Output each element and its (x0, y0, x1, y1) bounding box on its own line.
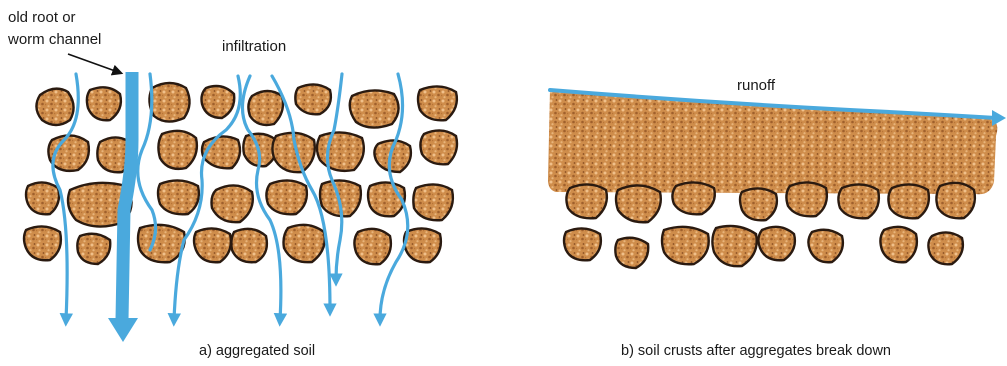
soil-aggregate (138, 225, 185, 262)
soil-aggregate (266, 180, 306, 214)
soil-aggregate (87, 87, 121, 120)
root-channel-annotation-line2: worm channel (7, 31, 101, 48)
soil-aggregate (350, 90, 399, 127)
soil-aggregate (158, 180, 199, 214)
soil-aggregate (77, 234, 110, 264)
soil-aggregate (615, 238, 648, 268)
soil-aggregate (317, 132, 364, 170)
soil-aggregate (149, 83, 189, 122)
flow-path (138, 74, 156, 250)
panel-soil-crust: runoff b) soil crusts after aggre (548, 77, 1006, 359)
soil-aggregate (566, 184, 606, 218)
soil-aggregate (888, 184, 928, 218)
soil-aggregate (295, 84, 331, 114)
runoff-label: runoff (737, 77, 776, 94)
soil-aggregate (672, 182, 714, 214)
soil-aggregate (616, 185, 661, 222)
soil-aggregate (758, 227, 794, 260)
main-channel-arrowhead (108, 318, 138, 342)
root-channel-annotation: old root or worm channel (7, 9, 101, 48)
soil-aggregate (413, 184, 453, 220)
soil-aggregate (202, 86, 235, 118)
caption-soil-crust: b) soil crusts after aggregates break do… (621, 343, 891, 359)
soil-aggregate (194, 228, 231, 262)
panel-aggregated-soil: old root or worm channel infiltration (7, 9, 457, 359)
runoff-arrowhead (992, 110, 1006, 126)
caption-aggregated-soil: a) aggregated soil (199, 343, 315, 359)
soil-aggregate (838, 184, 878, 218)
soil-aggregate (662, 227, 709, 264)
soil-aggregate (936, 183, 974, 218)
soil-aggregates (24, 83, 457, 264)
soil-aggregate (404, 228, 441, 262)
soil-aggregate (418, 86, 457, 120)
soil-aggregate (248, 91, 283, 125)
soil-aggregate (284, 225, 325, 262)
soil-aggregate (564, 228, 601, 260)
soil-aggregate (712, 226, 756, 266)
soil-aggregate (928, 232, 962, 264)
soil-aggregate (368, 182, 405, 216)
soil-aggregate (354, 229, 390, 264)
crust-aggregates (564, 182, 975, 268)
main-channel-flow (122, 72, 132, 320)
soil-aggregate (786, 182, 826, 216)
annotation-pointer-arrow (68, 54, 118, 72)
infiltration-label: infiltration (222, 38, 286, 55)
soil-aggregate (420, 130, 457, 164)
soil-aggregate (808, 230, 842, 263)
soil-aggregate (212, 185, 253, 222)
soil-aggregate (36, 89, 73, 125)
soil-aggregate (880, 227, 916, 262)
soil-aggregate (231, 229, 267, 262)
soil-aggregate (26, 182, 59, 214)
soil-aggregate (24, 226, 61, 260)
root-channel-annotation-line1: old root or (8, 9, 76, 26)
soil-aggregate (158, 131, 196, 169)
soil-aggregate (740, 188, 777, 220)
